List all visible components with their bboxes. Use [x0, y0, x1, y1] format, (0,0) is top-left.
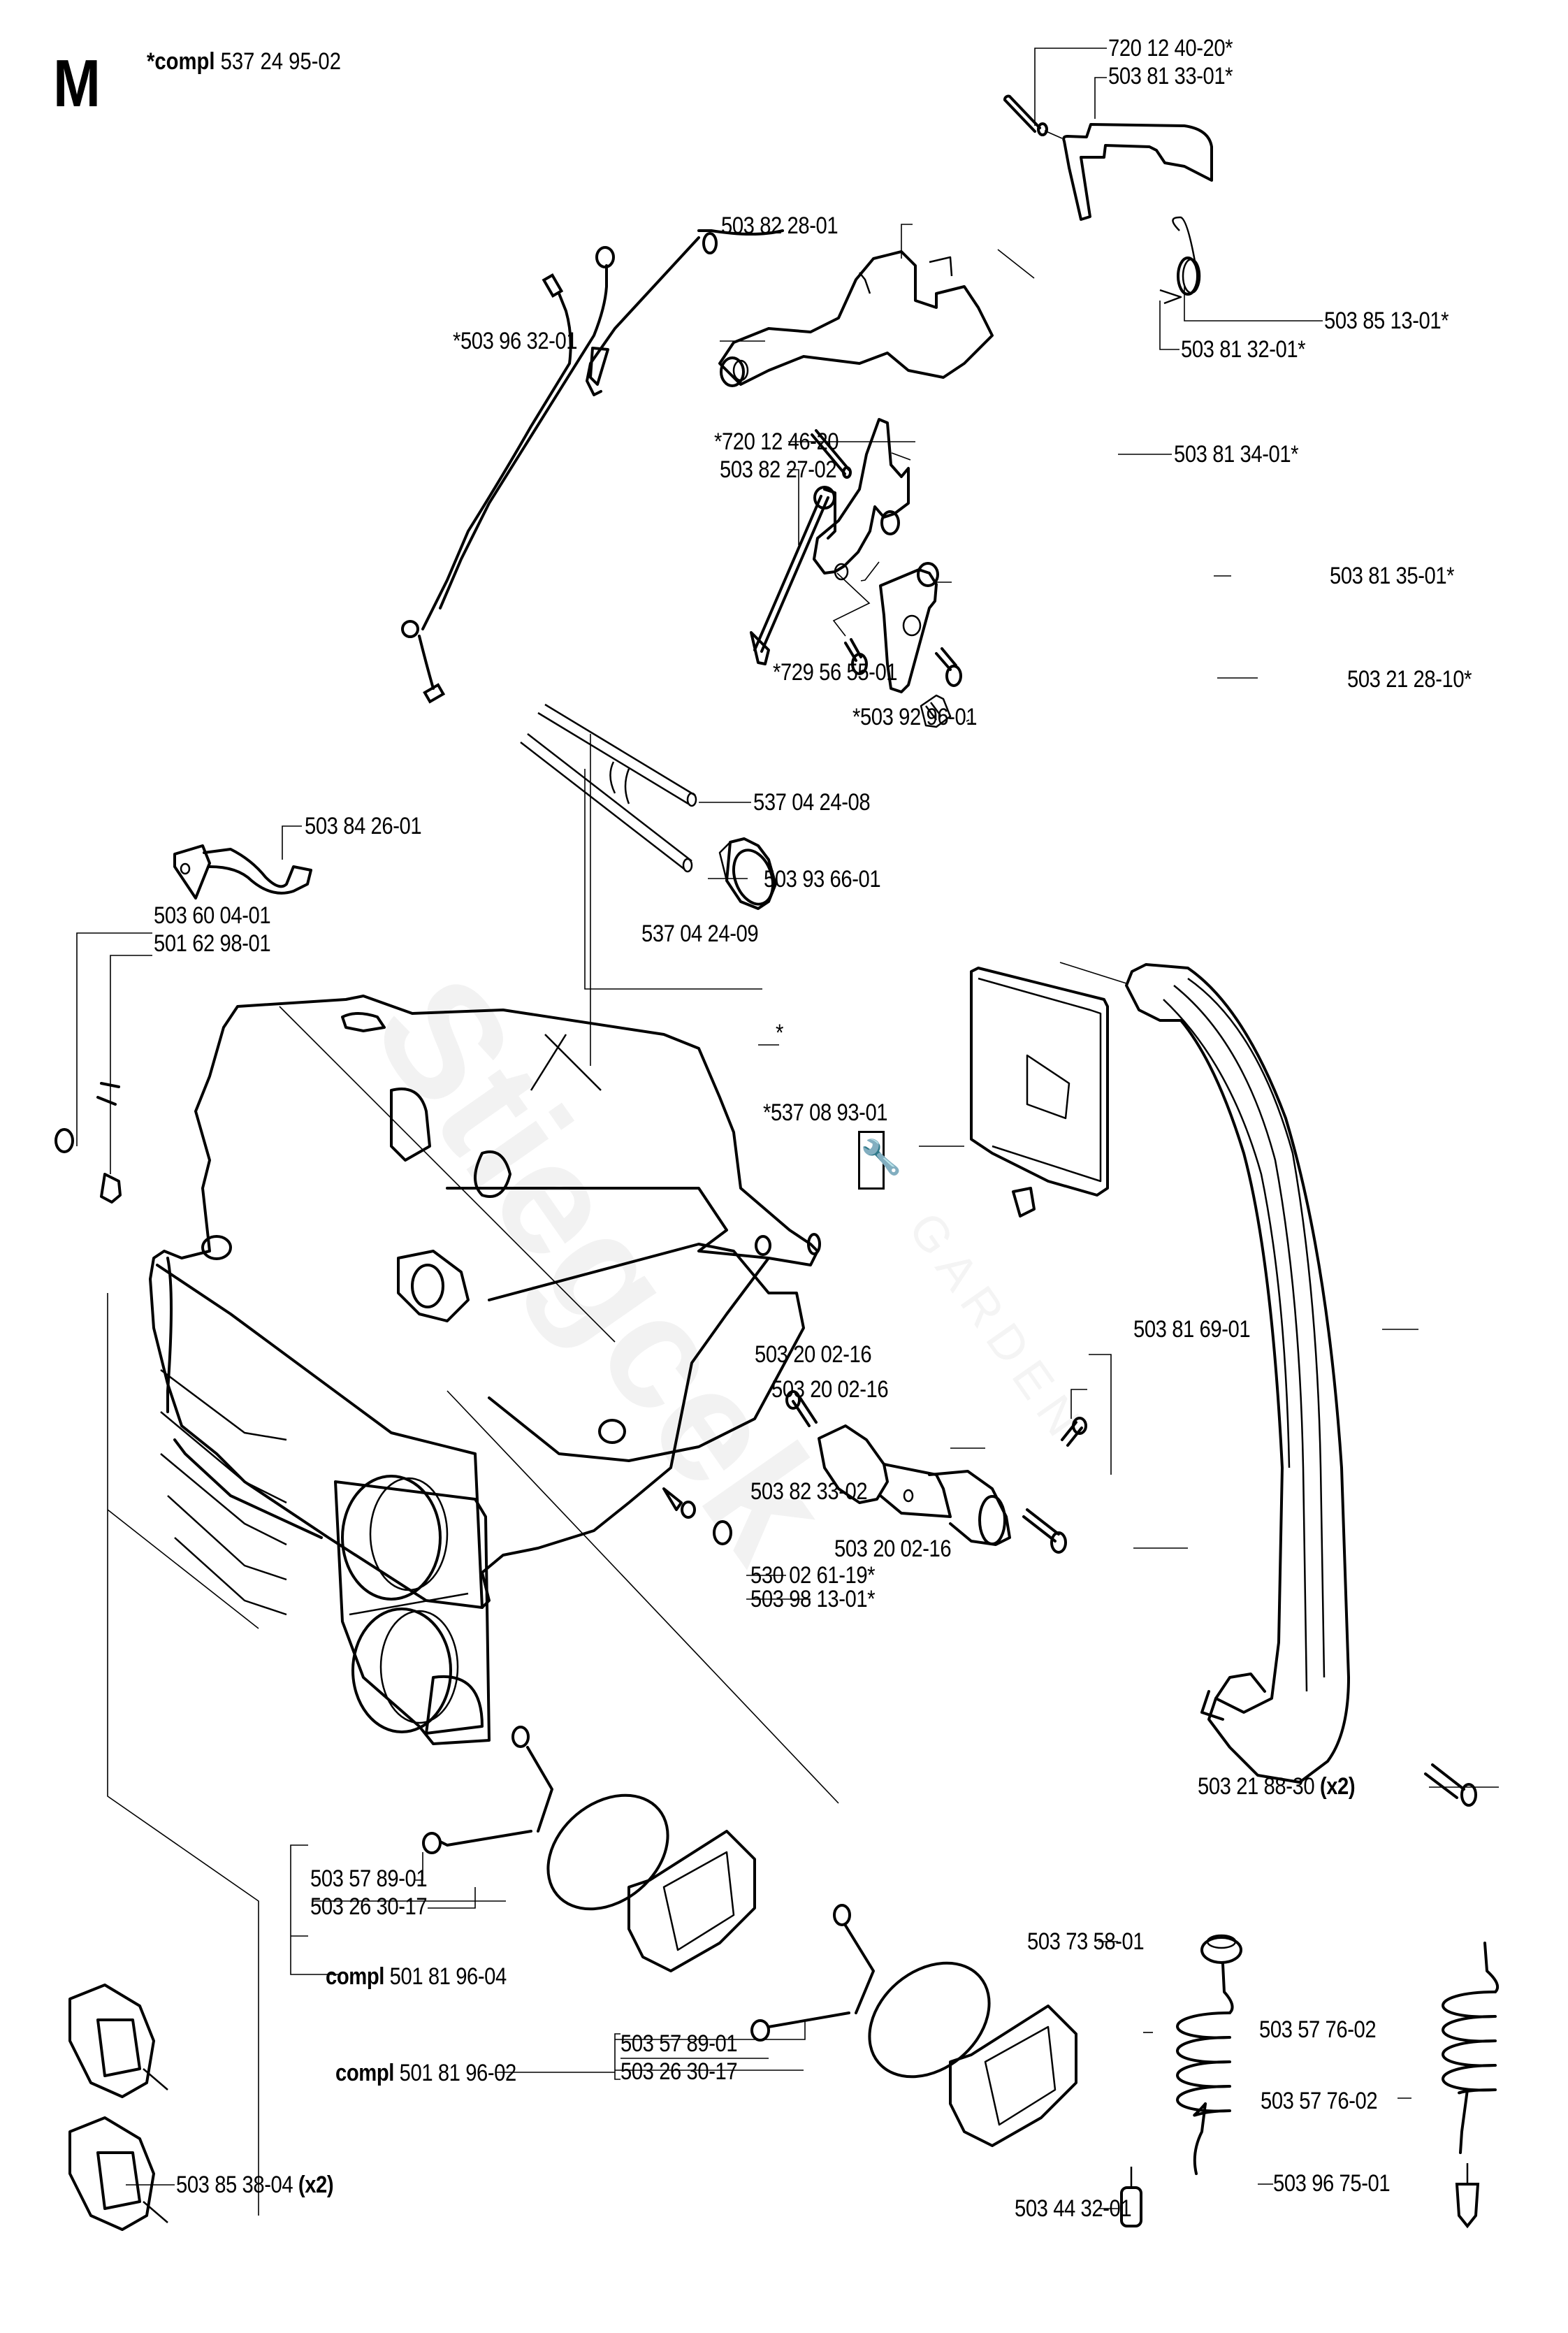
part-label[interactable]: 503 81 33-01*	[1108, 63, 1233, 89]
part-label[interactable]: 503 60 04-01	[154, 902, 271, 929]
cap-assembly-501-81-96-04-drawing	[422, 1726, 756, 1972]
part-label[interactable]: 503 20 02-16	[834, 1536, 952, 1562]
part-label[interactable]: 503 85 38-04 (x2)	[176, 2172, 334, 2198]
section-letter: M	[53, 46, 101, 121]
part-label[interactable]: 503 21 28-10*	[1347, 666, 1472, 693]
throttle-trigger-drawing	[718, 250, 994, 387]
part-label[interactable]: 503 73 58-01	[1027, 1928, 1145, 1955]
pin-720-12-46-20-drawing	[811, 429, 852, 479]
part-label[interactable]: 503 82 27-02	[720, 456, 837, 483]
part-label[interactable]: 503 26 30-17	[620, 2058, 738, 2085]
part-label[interactable]: 537 04 24-09	[641, 920, 759, 947]
oil-filter-503-96-75-01-drawing	[1455, 2163, 1480, 2229]
fuel-filter-503-44-32-01-drawing	[1120, 2167, 1142, 2227]
part-quantity: (x2)	[1319, 1773, 1356, 1800]
fuel-hoses-drawing	[520, 703, 697, 873]
fuel-hose-coiled-drawing	[1176, 1963, 1234, 2175]
part-label[interactable]: *	[776, 1020, 783, 1046]
part-label[interactable]: 503 81 32-01*	[1181, 336, 1306, 363]
av-damper-pair-drawing	[68, 1984, 168, 2231]
kit-heading: *compl 537 24 95-02	[147, 49, 341, 74]
part-label[interactable]: 503 44 32-01	[1015, 2195, 1132, 2222]
fuel-tank-housing-drawing	[149, 995, 821, 1745]
grommet-503-73-58-01-drawing	[1200, 1934, 1242, 1964]
part-label[interactable]: 503 21 88-30 (x2)	[1198, 1773, 1356, 1800]
choke-rod-drawing	[586, 229, 784, 396]
filter-503-60-04-01-drawing	[55, 1128, 74, 1153]
screw-530-02-61-19-drawing	[662, 1487, 696, 1519]
screw-729-56-55-01-drawing	[844, 638, 868, 675]
leader-lines	[76, 48, 1499, 2216]
primer-bulb-drawing	[718, 837, 777, 910]
part-number: 501 81 96-04	[389, 1963, 507, 1990]
part-label[interactable]: 503 85 13-01*	[1324, 308, 1449, 334]
part-label[interactable]: 503 98 13-01*	[750, 1586, 876, 1612]
part-label[interactable]: 503 57 89-01	[620, 2030, 738, 2057]
compl-prefix: compl	[335, 2060, 394, 2086]
kit-part-number: 537 24 95-02	[220, 48, 341, 75]
part-label[interactable]: 503 96 75-01	[1273, 2170, 1391, 2197]
spring-503-92-96-01-drawing	[920, 694, 952, 728]
part-label[interactable]: 503 84 26-01	[305, 813, 422, 839]
cover-537-08-93-01-drawing	[970, 967, 1109, 1218]
screw-503-21-28-10-drawing	[935, 647, 962, 687]
part-label[interactable]: 537 04 24-08	[753, 789, 871, 816]
part-label[interactable]: *720 12 46-20	[714, 428, 839, 455]
part-label[interactable]: 720 12 40-20*	[1108, 35, 1233, 62]
part-label[interactable]: 503 20 02-16	[755, 1341, 872, 1368]
part-label[interactable]: 503 57 76-02	[1261, 2088, 1378, 2114]
bushing-501-62-98-01-drawing	[96, 1082, 122, 1204]
part-label[interactable]: 503 81 35-01*	[1330, 563, 1455, 589]
screw-503-20-02-16-right-drawing	[1061, 1417, 1087, 1447]
part-label[interactable]: 503 82 28-01	[721, 212, 839, 239]
stop-switch-cable-drawing	[401, 246, 615, 704]
part-label[interactable]: 503 26 30-17	[310, 1893, 428, 1920]
vibration-damper-503-82-33-02-drawing	[818, 1424, 1011, 1546]
part-label[interactable]: compl 501 81 96-04	[326, 1964, 507, 1989]
throttle-lockout-drawing	[1062, 123, 1213, 221]
wrench-icon: 🔧	[860, 1139, 902, 1176]
part-number: 501 81 96-02	[399, 2060, 517, 2086]
pin-720-12-40-20-drawing	[1003, 94, 1048, 136]
part-label[interactable]: *537 08 93-01	[763, 1099, 888, 1126]
part-label[interactable]: 503 81 34-01*	[1174, 441, 1299, 468]
part-label[interactable]: 503 20 02-16	[771, 1376, 889, 1403]
part-number: 503 21 88-30	[1198, 1773, 1315, 1800]
part-label[interactable]: 503 93 66-01	[764, 866, 881, 893]
kit-prefix: *compl	[147, 48, 215, 75]
oil-hose-coiled-drawing	[1442, 1942, 1499, 2154]
part-label[interactable]: compl 501 81 96-02	[335, 2060, 516, 2086]
screw-503-20-02-16-lower-drawing	[1022, 1508, 1067, 1554]
screw-503-20-02-16-upper-drawing	[785, 1390, 818, 1427]
part-label[interactable]: *503 96 32-01	[453, 328, 578, 354]
bracket-503-81-35-01-drawing	[879, 562, 939, 693]
spring-503-85-13-01-drawing	[1159, 216, 1201, 305]
part-number: 503 85 38-04	[176, 2172, 293, 2198]
part-label[interactable]: 530 02 61-19*	[750, 1562, 876, 1589]
part-quantity: (x2)	[298, 2172, 334, 2198]
part-label[interactable]: *729 56 55-01	[773, 659, 898, 686]
throttle-rod-drawing	[750, 486, 836, 665]
part-label[interactable]: 503 82 33-02	[750, 1478, 868, 1505]
tool-required-badge: 🔧	[858, 1131, 902, 1190]
filter-503-98-13-01-drawing	[713, 1520, 732, 1545]
cable-503-84-26-01-drawing	[173, 844, 312, 900]
front-handle-drawing	[1125, 963, 1350, 1784]
part-label[interactable]: *503 92 96-01	[852, 704, 978, 730]
part-label[interactable]: 503 81 69-01	[1133, 1316, 1251, 1343]
part-label[interactable]: 501 62 98-01	[154, 930, 271, 957]
screw-503-21-88-30-drawing	[1424, 1763, 1477, 1807]
cap-assembly-501-81-96-02-drawing	[750, 1904, 1077, 2147]
compl-prefix: compl	[326, 1963, 384, 1990]
part-label[interactable]: 503 57 89-01	[310, 1865, 428, 1892]
part-label[interactable]: 503 57 76-02	[1259, 2016, 1377, 2043]
